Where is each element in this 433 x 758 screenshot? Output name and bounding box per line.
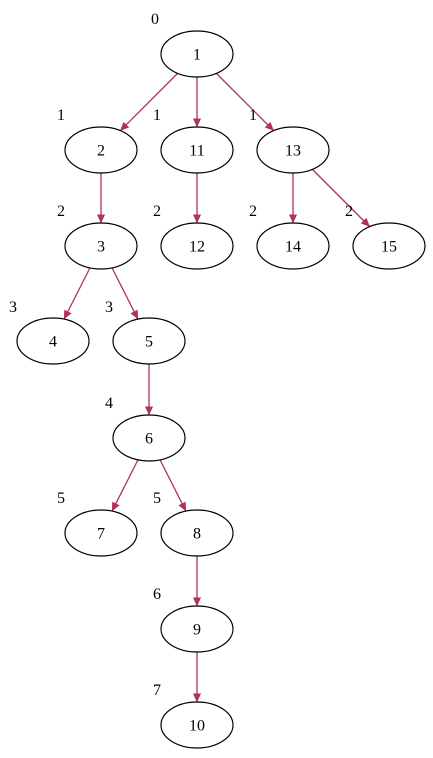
edge-3-to-4 [63,267,91,320]
node-6: 64 [105,395,186,462]
depth-label: 6 [153,586,161,603]
node-label: 13 [285,143,301,160]
node-ellipse [160,701,234,749]
node-label: 15 [381,239,397,256]
node-ellipse [256,222,330,270]
node-label: 3 [97,239,105,256]
node-label: 4 [49,334,57,351]
edges-layer [63,72,371,703]
node-7: 75 [57,490,138,557]
node-ellipse [112,414,186,462]
node-14: 14 2 [249,203,330,270]
depth-label: 2 [57,203,65,220]
depth-label: 1 [249,107,257,124]
depth-label: 1 [57,107,65,124]
node-15: 15 2 [345,203,426,270]
node-ellipse [160,509,234,557]
node-ellipse [160,126,234,174]
depth-label: 7 [153,682,161,699]
edge-6-to-7 [111,459,139,512]
node-3: 32 [57,203,138,270]
node-10: 10 7 [153,682,234,749]
node-9: 96 [153,586,234,653]
node-4: 43 [9,299,90,365]
node-ellipse [160,222,234,270]
node-label: 14 [285,239,301,256]
node-ellipse [64,509,138,557]
node-label: 2 [97,143,105,160]
node-label: 5 [145,334,153,351]
depth-label: 3 [105,299,113,316]
depth-label: 3 [9,299,17,316]
node-ellipse [256,126,330,174]
node-ellipse [64,126,138,174]
node-2: 21 [57,107,138,174]
node-label: 11 [189,143,204,160]
depth-label: 5 [57,490,65,507]
depth-label: 2 [345,203,353,220]
depth-label: 0 [151,11,159,28]
node-1: 10 [151,11,234,78]
node-13: 13 1 [249,107,330,174]
node-ellipse [64,222,138,270]
node-ellipse [352,222,426,270]
node-label: 9 [193,622,201,639]
depth-label: 2 [153,203,161,220]
node-ellipse [160,605,234,653]
edge-1-to-13 [215,72,275,132]
node-ellipse [160,30,234,78]
depth-label: 4 [105,395,113,412]
node-label: 10 [189,718,205,735]
depth-label: 5 [153,490,161,507]
node-label: 1 [193,47,201,64]
depth-label: 1 [153,107,161,124]
node-label: 8 [193,526,201,543]
depth-label: 2 [249,203,257,220]
node-label: 12 [189,239,205,256]
node-12: 12 2 [153,203,234,270]
edge-1-to-2 [119,72,179,132]
edge-3-to-5 [111,267,139,320]
node-ellipse [16,317,90,365]
edge-13-to-15 [311,168,371,228]
node-8: 85 [153,490,234,557]
node-5: 53 [105,299,186,365]
node-ellipse [112,317,186,365]
node-label: 7 [97,526,105,543]
node-label: 6 [145,431,153,448]
edge-6-to-8 [159,459,187,512]
node-11: 111 [153,107,234,174]
